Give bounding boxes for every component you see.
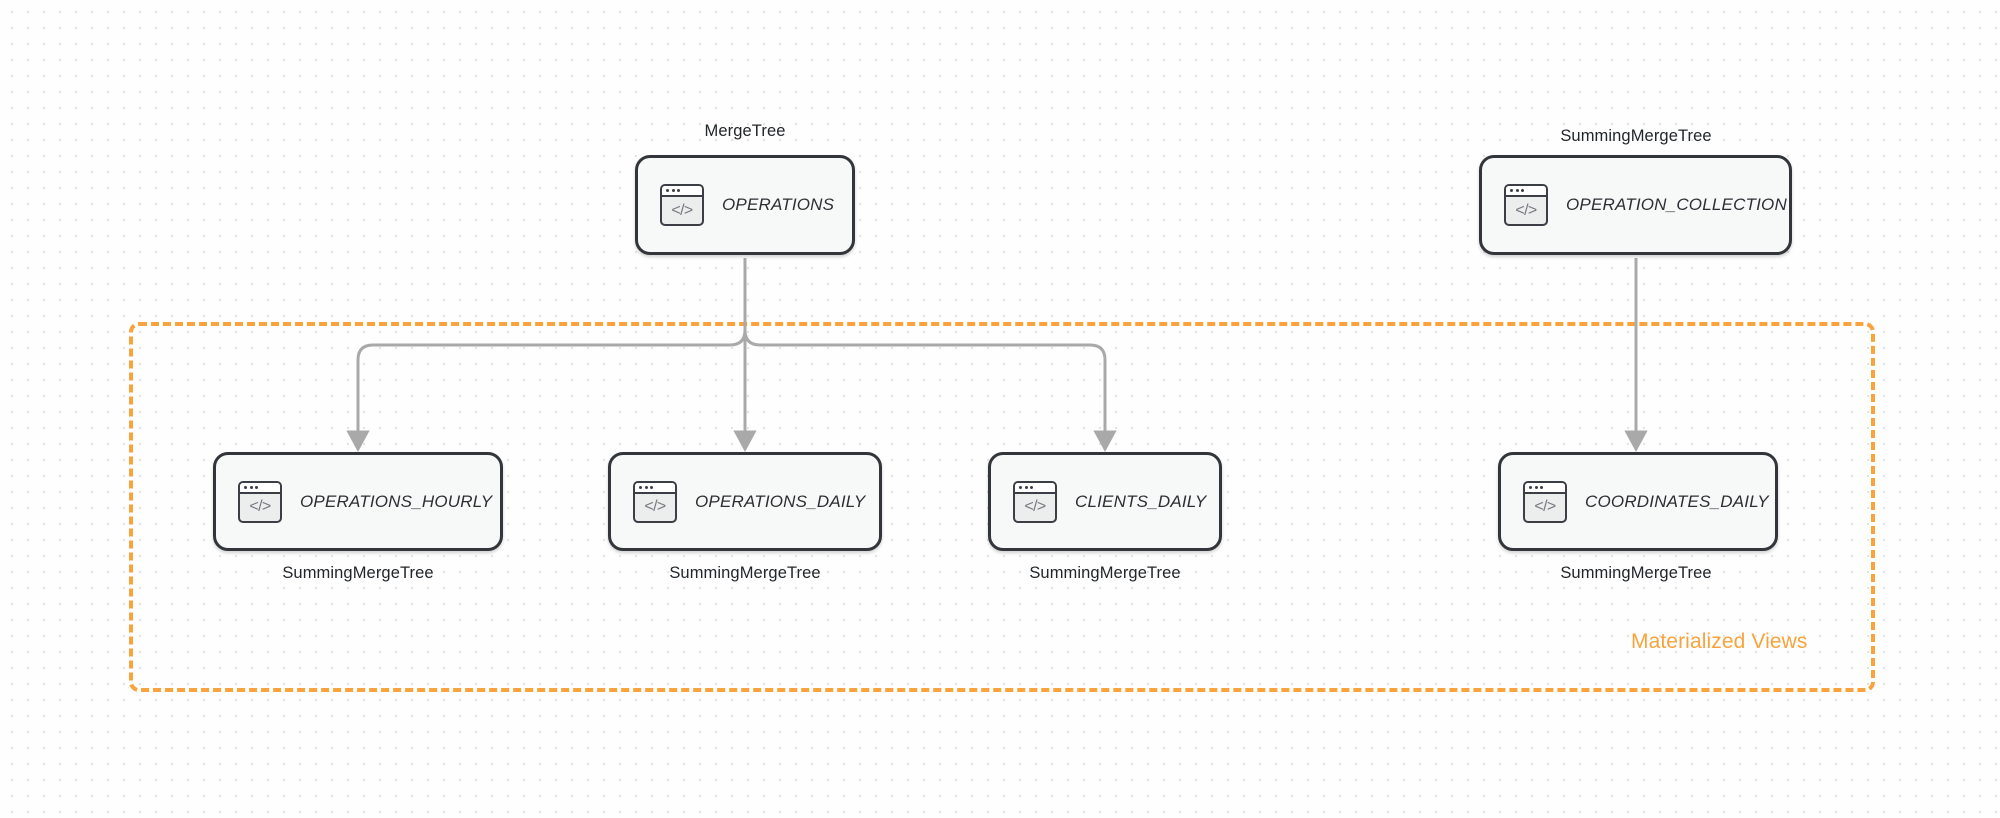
node-coordinates-daily[interactable]: </> COORDINATES_DAILY xyxy=(1498,452,1778,551)
materialized-views-group-label: Materialized Views xyxy=(1631,630,1808,653)
caption-operations-hourly-engine: SummingMergeTree xyxy=(282,564,434,582)
node-operations-daily-label: OPERATIONS_DAILY xyxy=(695,491,866,511)
icon-titlebar xyxy=(240,482,280,494)
icon-code-glyph: </> xyxy=(1515,201,1537,219)
code-window-icon: </> xyxy=(1013,480,1057,523)
caption-operations-daily-engine: SummingMergeTree xyxy=(669,564,821,582)
icon-dot xyxy=(1521,189,1524,192)
node-operation-collection[interactable]: </> OPERATION_COLLECTION xyxy=(1479,155,1792,255)
code-window-icon: </> xyxy=(238,480,282,523)
icon-dot xyxy=(1515,189,1519,192)
node-clients-daily-label: CLIENTS_DAILY xyxy=(1075,491,1207,511)
code-window-icon: </> xyxy=(633,480,677,523)
icon-titlebar xyxy=(635,482,675,494)
node-operations-daily[interactable]: </> OPERATIONS_DAILY xyxy=(608,452,882,551)
code-window-icon: </> xyxy=(660,184,704,226)
caption-operations-engine: MergeTree xyxy=(704,122,786,140)
icon-dot xyxy=(666,189,669,192)
node-operations[interactable]: </> OPERATIONS xyxy=(635,155,855,255)
node-operations-hourly-label: OPERATIONS_HOURLY xyxy=(300,491,493,511)
icon-dot xyxy=(1540,485,1543,489)
icon-dot xyxy=(671,189,675,192)
node-operations-label: OPERATIONS xyxy=(722,195,835,214)
icon-dot xyxy=(1534,485,1538,489)
code-window-icon: </> xyxy=(1523,480,1567,523)
node-clients-daily[interactable]: </> CLIENTS_DAILY xyxy=(988,452,1222,551)
icon-titlebar xyxy=(662,186,702,197)
node-coordinates-daily-label: COORDINATES_DAILY xyxy=(1585,491,1769,511)
icon-dot xyxy=(677,189,680,192)
icon-dot xyxy=(1529,485,1532,489)
code-window-icon: </> xyxy=(1504,184,1548,226)
icon-dot xyxy=(1030,485,1033,489)
icon-dot xyxy=(644,485,648,489)
node-operation-collection-label: OPERATION_COLLECTION xyxy=(1566,195,1787,214)
icon-titlebar xyxy=(1506,186,1546,197)
caption-coordinates-daily-engine: SummingMergeTree xyxy=(1560,564,1712,582)
icon-code-glyph: </> xyxy=(1534,498,1556,515)
icon-dot xyxy=(1024,485,1028,489)
icon-code-glyph: </> xyxy=(644,498,666,515)
icon-dot xyxy=(244,485,247,489)
node-operations-hourly[interactable]: </> OPERATIONS_HOURLY xyxy=(213,452,503,551)
icon-dot xyxy=(255,485,258,489)
icon-dot xyxy=(1510,189,1513,192)
icon-code-glyph: </> xyxy=(1024,498,1046,515)
icon-dot xyxy=(639,485,642,489)
icon-dot xyxy=(650,485,653,489)
icon-code-glyph: </> xyxy=(249,498,271,515)
icon-titlebar xyxy=(1015,482,1055,494)
icon-dot xyxy=(249,485,253,489)
icon-code-glyph: </> xyxy=(671,201,693,219)
icon-titlebar xyxy=(1525,482,1565,494)
caption-operation-collection-engine: SummingMergeTree xyxy=(1560,127,1712,145)
icon-dot xyxy=(1019,485,1022,489)
caption-clients-daily-engine: SummingMergeTree xyxy=(1029,564,1181,582)
